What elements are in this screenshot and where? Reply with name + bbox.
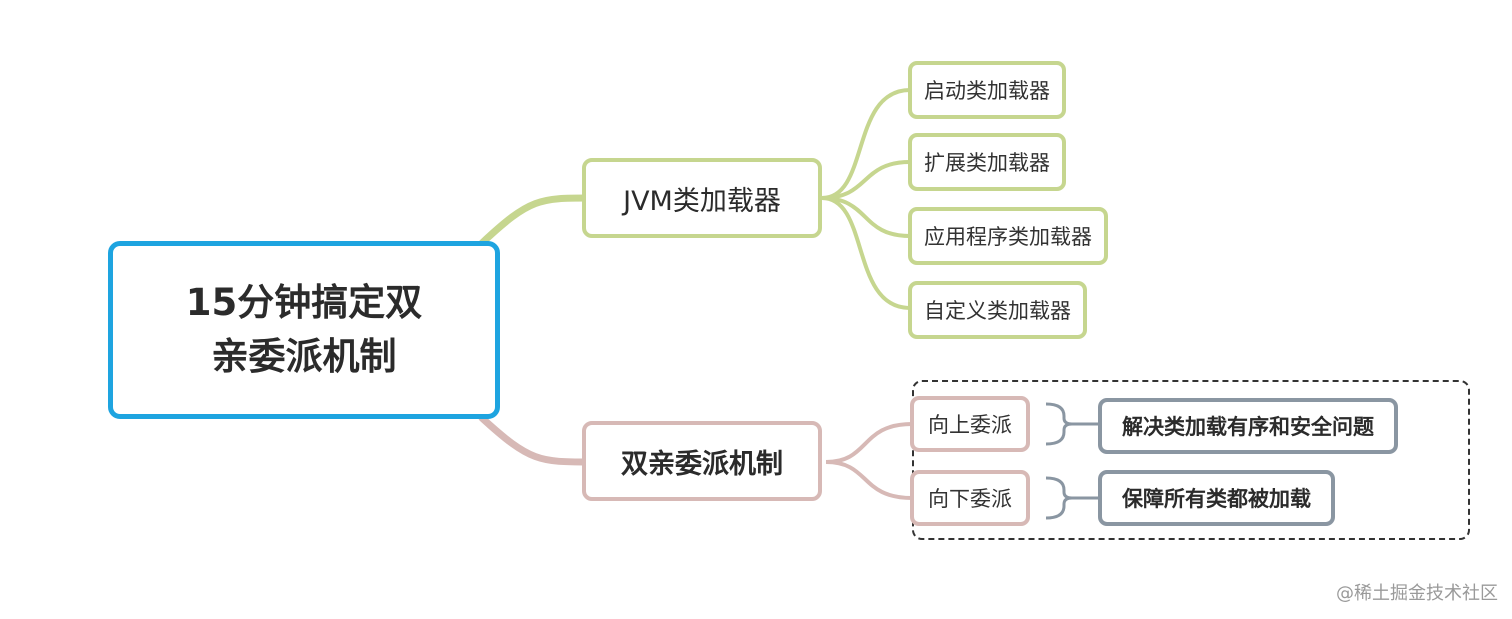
connector-jvm-leaf-2 bbox=[821, 160, 911, 200]
connector-jvm-leaf-3 bbox=[821, 196, 911, 238]
branch-node-jvm-class-loaders[interactable]: JVM类加载器 bbox=[582, 158, 822, 238]
connector-parent-up bbox=[825, 422, 913, 464]
summary-node-down[interactable]: 保障所有类都被加载 bbox=[1098, 470, 1335, 526]
leaf-node-extension-loader[interactable]: 扩展类加载器 bbox=[908, 133, 1066, 191]
connector-jvm-leaf-1 bbox=[821, 88, 911, 200]
root-title-line-1: 15分钟搞定双 bbox=[185, 281, 423, 325]
branch-node-parent-delegation[interactable]: 双亲委派机制 bbox=[582, 421, 822, 501]
watermark: @稀土掘金技术社区 bbox=[1336, 583, 1498, 604]
connector-jvm-leaf-4 bbox=[821, 196, 911, 310]
subnode-delegate-up[interactable]: 向上委派 bbox=[910, 396, 1030, 452]
leaf-node-bootstrap-loader[interactable]: 启动类加载器 bbox=[908, 61, 1066, 119]
root-title-line-2: 亲委派机制 bbox=[211, 335, 397, 378]
subnode-delegate-down[interactable]: 向下委派 bbox=[910, 470, 1030, 526]
connector-root-parent-delegation bbox=[478, 414, 594, 466]
root-node[interactable]: 15分钟搞定双 亲委派机制 bbox=[108, 241, 500, 419]
leaf-node-custom-loader[interactable]: 自定义类加载器 bbox=[908, 281, 1087, 339]
connector-parent-down bbox=[825, 460, 913, 500]
connector-root-jvm bbox=[478, 194, 594, 247]
leaf-node-application-loader[interactable]: 应用程序类加载器 bbox=[908, 207, 1108, 265]
summary-node-up[interactable]: 解决类加载有序和安全问题 bbox=[1098, 398, 1398, 454]
dashed-boundary bbox=[912, 380, 1470, 540]
